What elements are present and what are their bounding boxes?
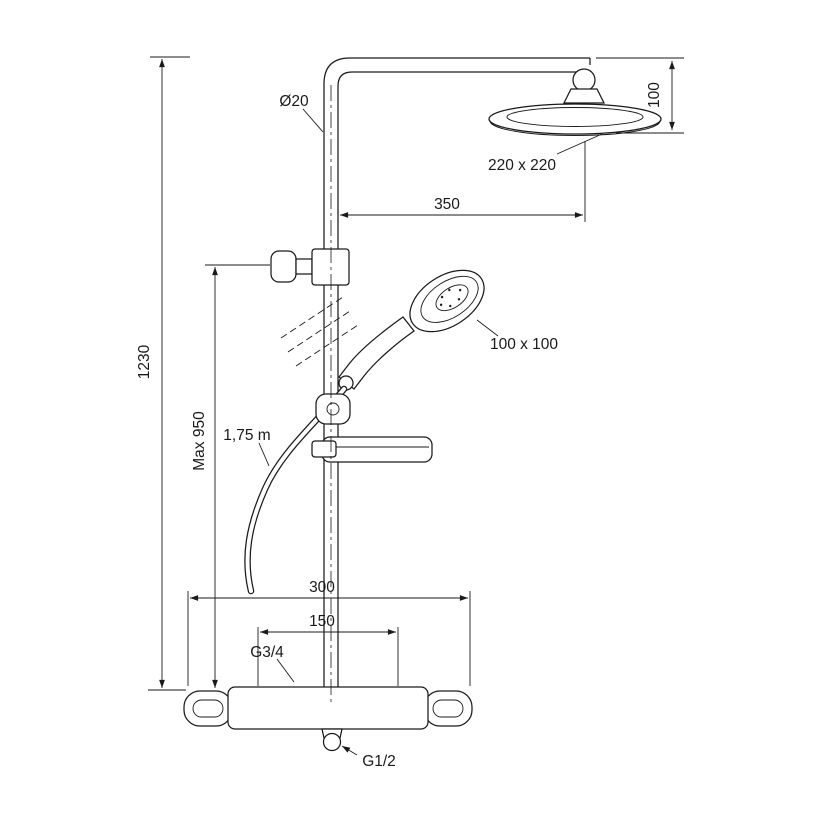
label-hand-shower-size: 100 x 100 [476,319,558,353]
ball-joint [572,68,596,92]
label-inlet-thread: G3/4 [250,644,295,683]
valve-width-label: 300 [309,579,335,596]
pipe-diameter-label: Ø20 [279,93,309,110]
dimension-valve-width: 300 [187,579,471,686]
valve-body [227,686,429,730]
thermostat-valve [183,686,473,752]
hand-shower-holder [315,393,351,425]
hand-shower-size-label: 100 x 100 [490,336,558,353]
dimension-head-height: 100 [596,57,684,134]
label-pipe-diameter: Ø20 [279,93,324,133]
slide-bracket [270,248,350,286]
dimension-arm-projection: 350 [340,141,586,222]
arm-projection-label: 350 [434,196,460,213]
overhead-shower [488,68,662,136]
label-head-size: 220 x 220 [488,133,603,174]
dimension-inlet-spacing: 150 [257,613,399,686]
inlet-spacing-label: 150 [309,613,335,630]
head-size-label: 220 x 220 [488,157,556,174]
hand-shower [338,269,485,391]
right-handle [423,690,473,727]
hand-shower-head [409,269,485,333]
inlet-thread-label: G3/4 [250,644,284,661]
left-handle [183,690,233,727]
head-connector [562,88,606,104]
hose-length-label: 1,75 m [223,427,270,444]
valve-outlet [321,728,343,752]
dimension-max-height: Max 950 [191,264,270,688]
hidden-hose-hatch [280,296,359,367]
head-height-label: 100 [646,82,663,108]
hand-shower-handle [338,316,415,390]
label-hose-length: 1,75 m [223,427,271,467]
max-height-label: Max 950 [191,411,208,471]
soap-shelf [311,436,433,463]
head-plate [488,103,662,135]
outlet-thread-label: G1/2 [362,753,396,770]
riser-pipe [323,57,591,687]
total-height-label: 1230 [136,344,153,379]
dimension-total-height: 1230 [136,56,190,691]
label-outlet-thread: G1/2 [341,745,396,770]
